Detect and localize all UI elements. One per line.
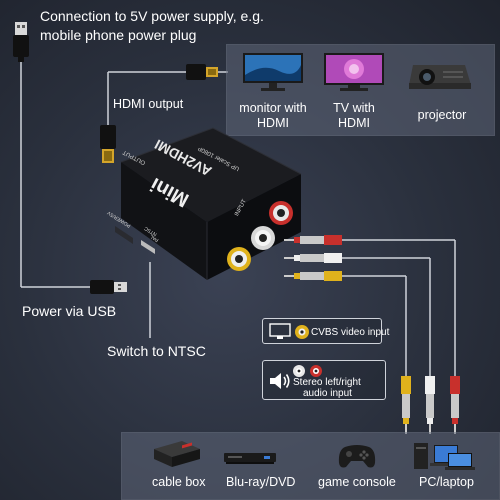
projector-icon <box>407 55 473 91</box>
monitor-icon <box>243 53 303 91</box>
yellow-rca-icon <box>294 324 310 340</box>
hdmi-plug-vertical <box>98 125 118 167</box>
tv-icon <box>324 53 384 91</box>
audio-input-label-line2: audio input <box>303 388 352 399</box>
output-devices-panel: monitor with HDMI TV with HDMI projector <box>226 44 495 136</box>
pc-laptop-icon <box>412 439 476 473</box>
power-supply-text-line2: mobile phone power plug <box>40 27 197 43</box>
output-device-label-projector: projector <box>397 108 487 123</box>
rca-jack-white <box>250 225 276 251</box>
cable-box-icon <box>152 439 202 469</box>
usb-plug-bottom <box>90 279 128 295</box>
white-rca-icon <box>292 364 306 378</box>
bluray-player-icon <box>224 451 276 465</box>
tv-outline-icon <box>269 323 291 340</box>
rca-jack-red <box>268 200 294 226</box>
output-device-label-tv: TV with HDMI <box>317 101 391 131</box>
audio-input-box: Stereo left/right audio input <box>262 360 386 400</box>
cvbs-input-label: CVBS video input <box>311 327 390 338</box>
tv-label-line2: HDMI <box>338 116 370 130</box>
rca-plug-yellow-vertical <box>400 376 412 434</box>
monitor-label-line2: HDMI <box>257 116 289 130</box>
rca-plug-yellow-horizontal <box>284 270 342 282</box>
speaker-icon <box>268 371 292 391</box>
rca-plug-red-horizontal <box>284 234 342 246</box>
audio-input-label-line1: Stereo left/right <box>293 377 361 388</box>
power-supply-text-line1: Connection to 5V power supply, e.g. <box>40 8 264 24</box>
hdmi-plug-horizontal <box>186 62 220 82</box>
red-rca-icon <box>309 364 323 378</box>
cvbs-input-box: CVBS video input <box>262 318 389 344</box>
output-device-label-monitor: monitor with HDMI <box>235 101 311 131</box>
monitor-label-line1: monitor with <box>239 101 307 115</box>
tv-label-line1: TV with <box>333 101 375 115</box>
usb-plug-top <box>13 22 29 62</box>
source-label-game-console: game console <box>318 475 396 489</box>
rca-jack-yellow <box>226 246 252 272</box>
projector-label-line1: projector <box>417 108 467 122</box>
source-devices-panel: cable box Blu-ray/DVD game console PC/la… <box>121 432 500 500</box>
source-label-pc-laptop: PC/laptop <box>419 475 474 489</box>
power-usb-label: Power via USB <box>22 303 117 319</box>
gamepad-icon <box>337 441 377 471</box>
switch-ntsc-label: Switch to NTSC <box>107 343 206 359</box>
source-label-cable-box: cable box <box>152 475 206 489</box>
rca-plug-red-vertical <box>449 376 461 434</box>
rca-plug-white-vertical <box>424 376 436 434</box>
hdmi-output-label: HDMI output <box>113 97 184 111</box>
source-label-bluray: Blu-ray/DVD <box>226 475 296 489</box>
rca-plug-white-horizontal <box>284 252 342 264</box>
